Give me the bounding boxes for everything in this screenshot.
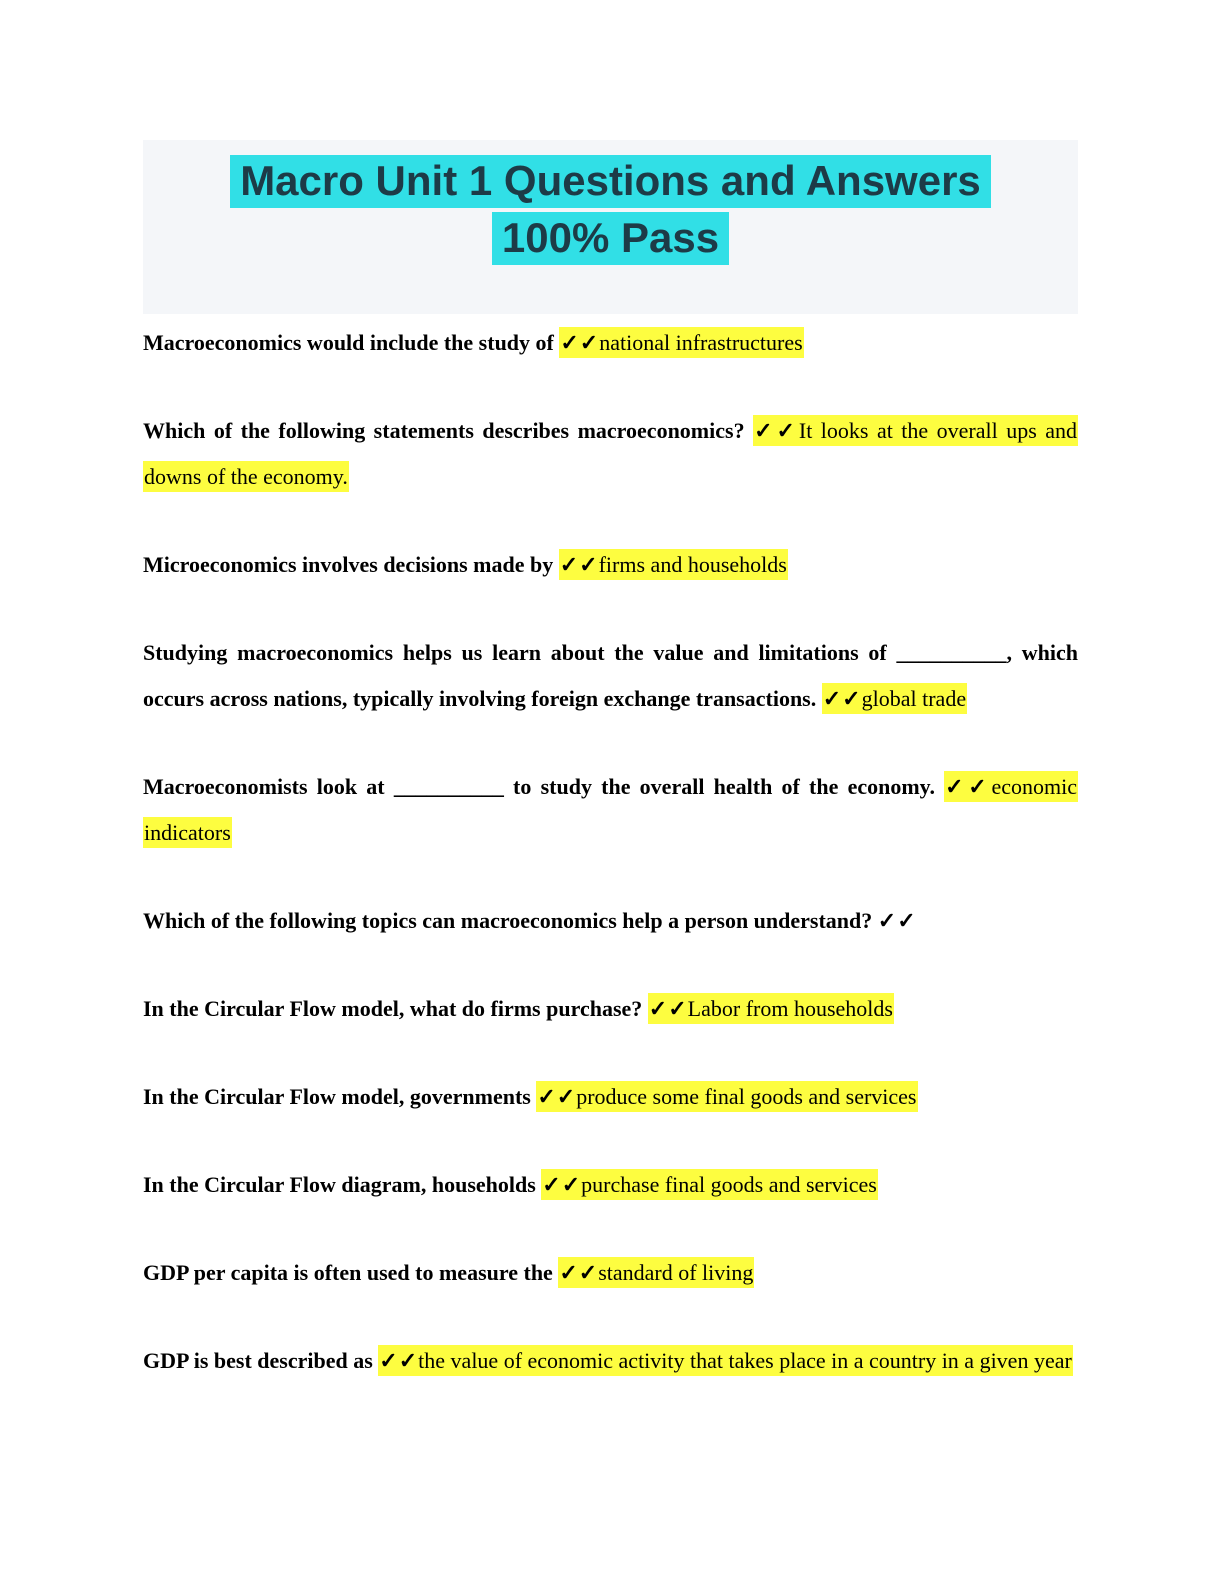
checkmark-icon: ✓✓ — [648, 996, 688, 1021]
question-text: Which of the following topics can macroe… — [143, 908, 878, 933]
question-text: Microeconomics involves decisions made b… — [143, 552, 559, 577]
checkmark-icon: ✓✓ — [542, 1172, 582, 1197]
question-text: In the Circular Flow diagram, households — [143, 1172, 542, 1197]
answer-text: ✓✓the value of economic activity that ta… — [378, 1345, 1073, 1376]
answer-text: ✓✓global trade — [821, 683, 968, 714]
answer-text: ✓✓standard of living — [558, 1257, 755, 1288]
checkmark-icon: ✓✓ — [537, 1084, 577, 1109]
qa-paragraph: GDP is best described as ✓✓the value of … — [143, 1338, 1078, 1384]
qa-paragraph: Which of the following topics can macroe… — [143, 898, 1078, 944]
question-text: Which of the following statements descri… — [143, 418, 754, 443]
answer-text: ✓✓purchase final goods and services — [541, 1169, 878, 1200]
answer-text: ✓✓firms and households — [558, 549, 788, 580]
checkmark-icon: ✓✓ — [379, 1348, 419, 1373]
question-text: In the Circular Flow model, governments — [143, 1084, 537, 1109]
answer-text: ✓✓produce some final goods and services — [536, 1081, 918, 1112]
answer-text: ✓✓Labor from households — [647, 993, 894, 1024]
qa-paragraph: Microeconomics involves decisions made b… — [143, 542, 1078, 588]
checkmark-icon: ✓✓ — [945, 774, 992, 799]
answer-text: ✓✓national infrastructures — [559, 327, 804, 358]
checkmark-icon: ✓✓ — [754, 418, 799, 443]
checkmark-icon: ✓✓ — [559, 1260, 599, 1285]
question-text: In the Circular Flow model, what do firm… — [143, 996, 648, 1021]
qa-paragraph: Macroeconomics would include the study o… — [143, 320, 1078, 366]
checkmark-icon: ✓✓ — [560, 330, 600, 355]
document-content: Macro Unit 1 Questions and Answers 100% … — [143, 140, 1079, 1384]
qa-paragraph: In the Circular Flow diagram, households… — [143, 1162, 1078, 1208]
checkmark-icon: ✓✓ — [822, 686, 862, 711]
title-line-1: Macro Unit 1 Questions and Answers — [230, 155, 991, 208]
question-text: Macroeconomics would include the study o… — [143, 330, 560, 355]
qa-paragraph: Studying macroeconomics helps us learn a… — [143, 630, 1078, 722]
qa-paragraph: Macroeconomists look at __________ to st… — [143, 764, 1078, 856]
qa-paragraph: GDP per capita is often used to measure … — [143, 1250, 1078, 1296]
qa-paragraph: In the Circular Flow model, governments … — [143, 1074, 1078, 1120]
question-text: GDP is best described as — [143, 1348, 379, 1373]
qa-list: Macroeconomics would include the study o… — [143, 320, 1079, 1384]
question-text: Studying macroeconomics helps us learn a… — [143, 640, 1078, 711]
page-title: Macro Unit 1 Questions and Answers 100% … — [143, 152, 1078, 266]
checkmark-icon: ✓✓ — [559, 552, 599, 577]
title-line-2: 100% Pass — [491, 212, 730, 265]
question-text: GDP per capita is often used to measure … — [143, 1260, 559, 1285]
question-text: Macroeconomists look at __________ to st… — [143, 774, 945, 799]
checkmark-icon: ✓✓ — [877, 908, 917, 933]
qa-paragraph: In the Circular Flow model, what do firm… — [143, 986, 1078, 1032]
title-band: Macro Unit 1 Questions and Answers 100% … — [143, 140, 1078, 314]
qa-paragraph: Which of the following statements descri… — [143, 408, 1079, 500]
